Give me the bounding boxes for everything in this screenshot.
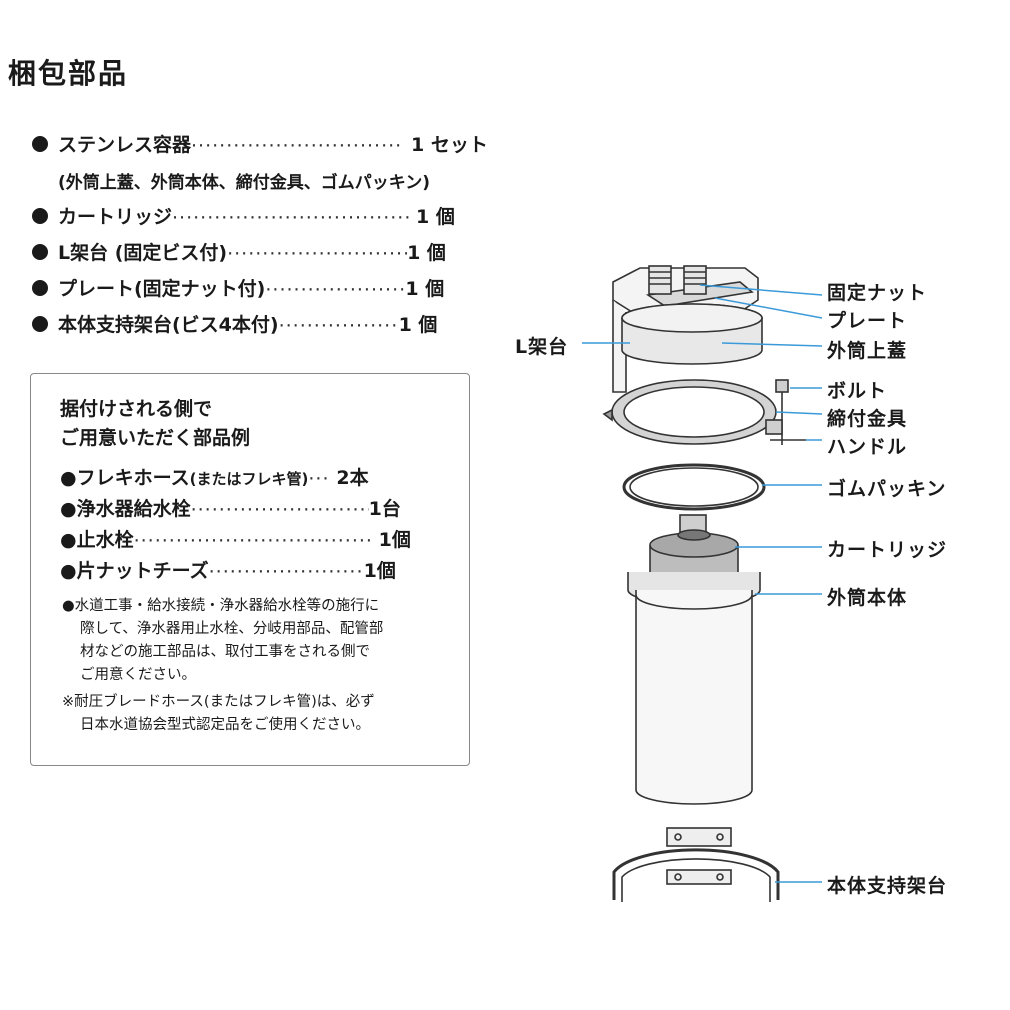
packing-item: ステンレス容器······························1 セ… (32, 130, 488, 157)
bullet-icon (32, 244, 48, 260)
packing-sub-note: (外筒上蓋、外筒本体、締付金具、ゴムパッキン) (58, 173, 431, 193)
prepare-item: ●止水栓··································1個 (60, 529, 411, 552)
leader-lines (582, 284, 823, 883)
packing-item: カートリッジ··································… (32, 202, 455, 229)
label-bolt: ボルト (827, 380, 888, 402)
bolt-handle-drawing (765, 379, 806, 445)
note-line: ●水道工事・給水接続・浄水器給水栓等の施行に (62, 598, 380, 614)
support-stand-drawing (612, 827, 780, 902)
note-line: ご用意ください。 (80, 667, 196, 683)
box-heading-line2: ご用意いただく部品例 (60, 427, 251, 449)
label-handle: ハンドル (827, 436, 908, 458)
label-clamp: 締付金具 (827, 408, 908, 430)
note-line: 日本水道協会型式認定品をご使用ください。 (80, 717, 370, 733)
nut-drawing (648, 265, 707, 295)
note-line: ※耐圧ブレードホース(またはフレキ管)は、必ず (62, 694, 375, 710)
label-cartridge: カートリッジ (827, 539, 948, 561)
clamp-ring-drawing (602, 379, 777, 445)
prepare-item: ●片ナットチーズ·······················1個 (60, 560, 396, 583)
note-line: 際して、浄水器用止水栓、分岐用部品、配管部 (80, 621, 384, 637)
note-line: 材などの施工部品は、取付工事をされる側で (80, 644, 370, 660)
packing-item: L架台 (固定ビス付)·····························… (32, 238, 446, 265)
packing-item: 本体支持架台(ビス4本付)·······················1 個 (32, 310, 437, 337)
bullet-icon (32, 280, 48, 296)
box-heading-line1: 据付けされる側で (60, 398, 213, 420)
prepare-parts-box (30, 373, 470, 766)
outer-body-drawing (627, 572, 761, 805)
bullet-icon (32, 136, 48, 152)
label-support-stand: 本体支持架台 (827, 875, 948, 897)
packing-item: プレート(固定ナット付)·························1 個 (32, 274, 444, 301)
bullet-icon (32, 208, 48, 224)
prepare-item: ●浄水器給水栓································1… (60, 498, 401, 521)
label-outer-body: 外筒本体 (827, 587, 908, 609)
label-gasket: ゴムパッキン (827, 478, 947, 500)
label-plate: プレート (827, 310, 908, 332)
label-l-bracket: L架台 (515, 336, 569, 358)
label-fixing-nut: 固定ナット (827, 282, 928, 304)
label-upper-lid: 外筒上蓋 (827, 340, 908, 362)
page-title: 梱包部品 (8, 57, 129, 90)
gasket-drawing (622, 463, 766, 511)
bullet-icon (32, 316, 48, 332)
upper-lid-drawing (621, 303, 763, 365)
prepare-item: ●フレキホース(またはフレキ管)···2本 (60, 467, 369, 490)
